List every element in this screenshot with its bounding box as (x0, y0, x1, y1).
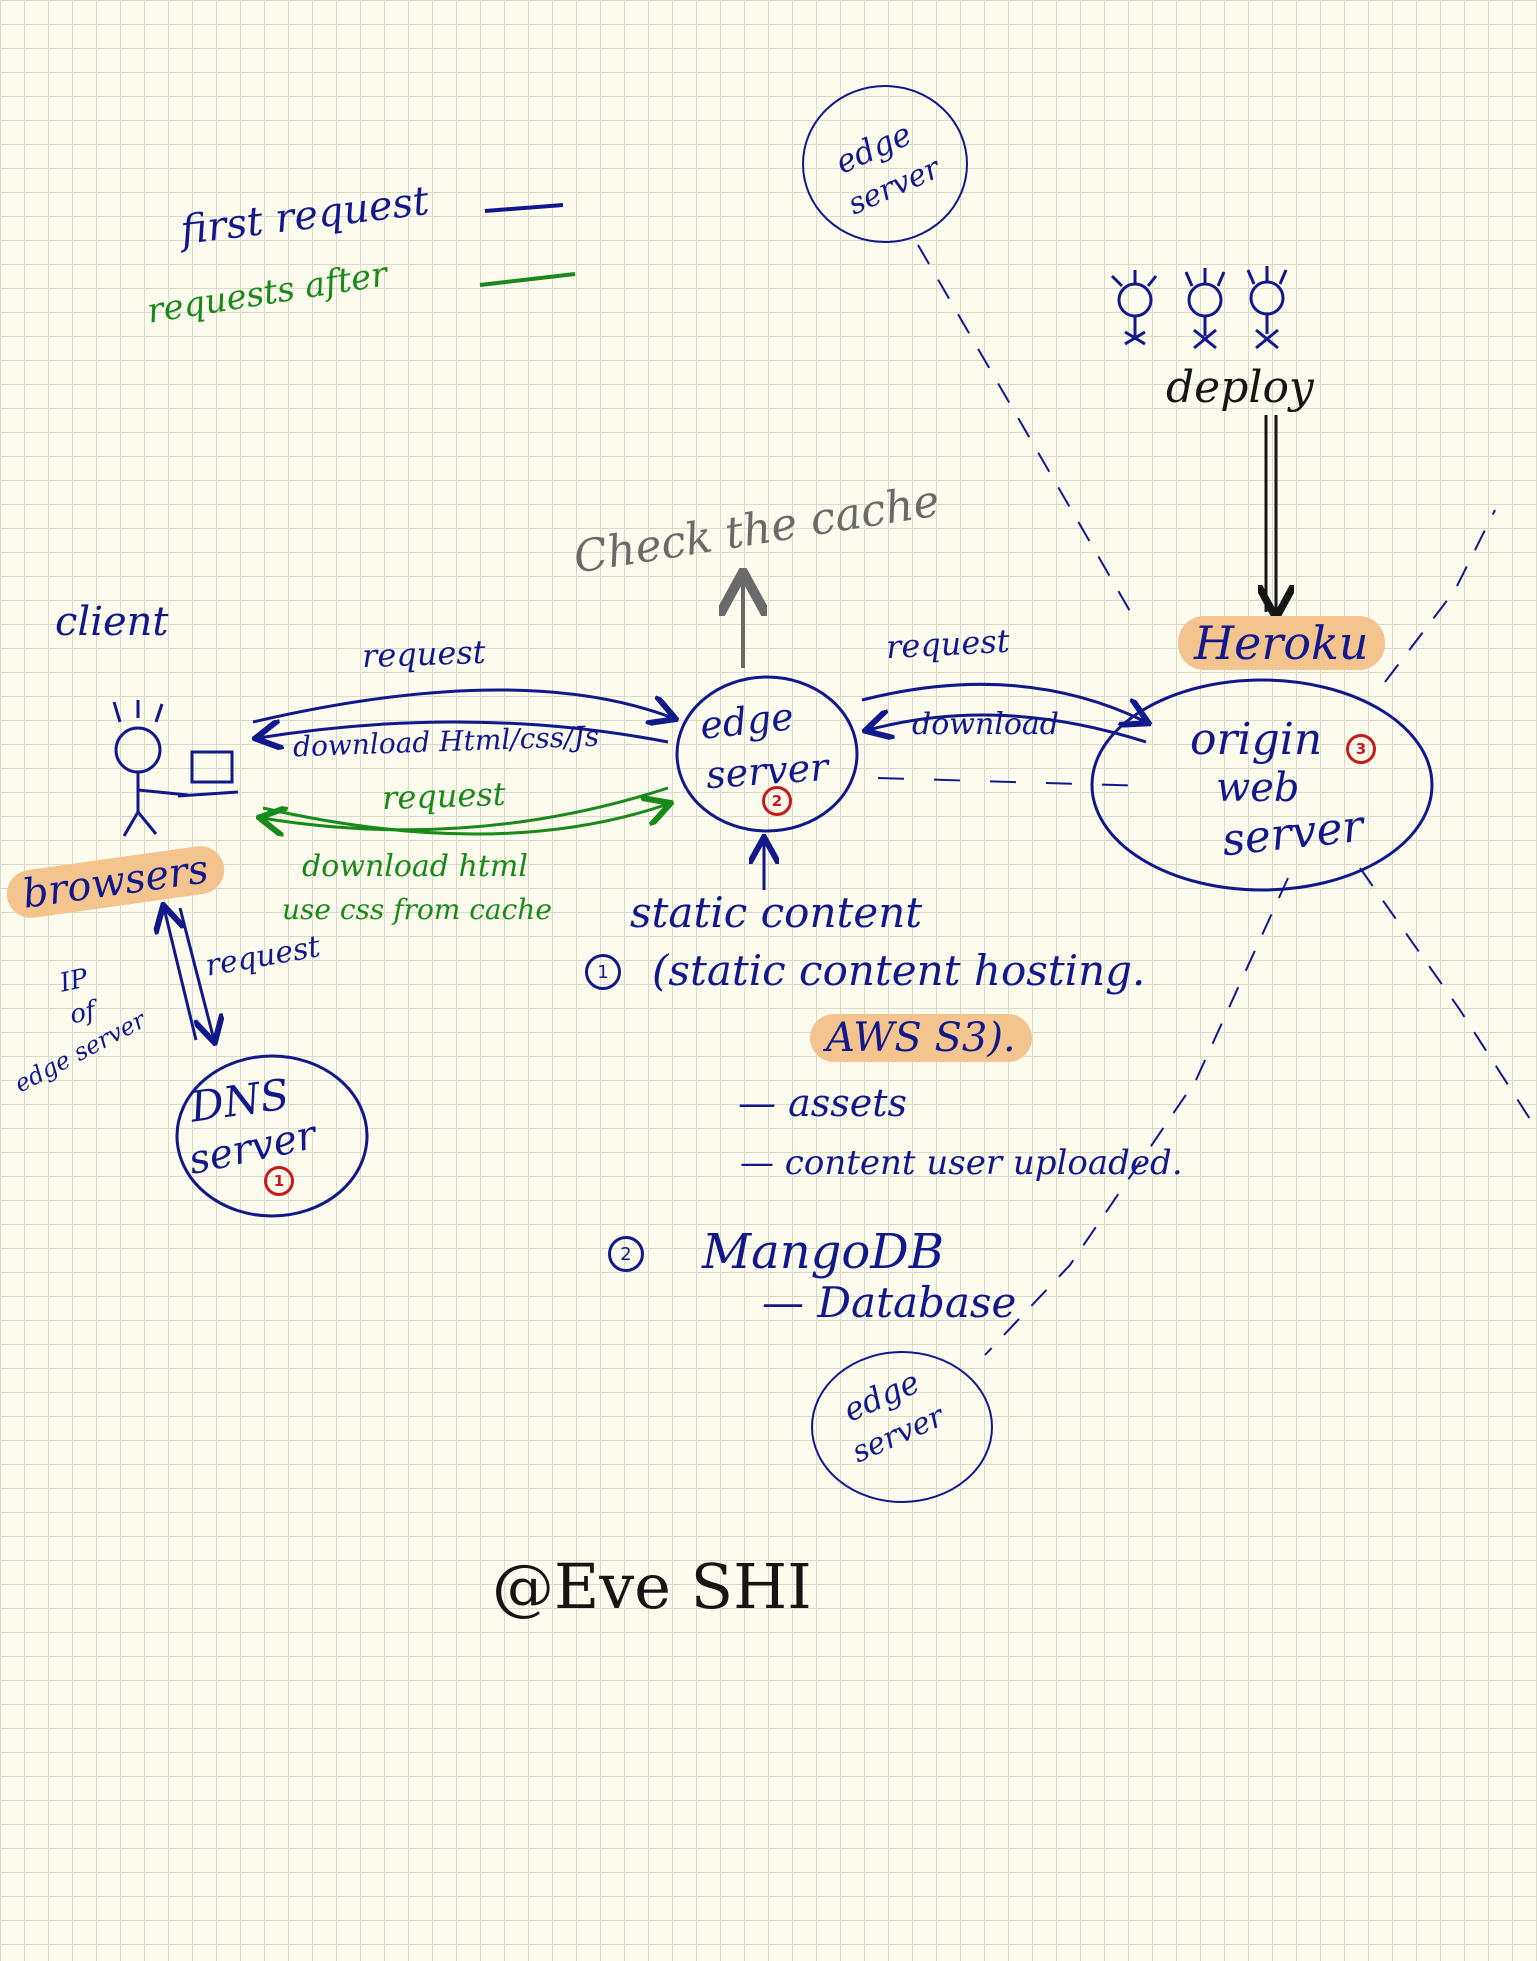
edge-origin-request-label: request (885, 621, 1011, 667)
origin-server-circle (1090, 678, 1434, 892)
arrow-dns-reply (164, 908, 198, 1041)
origin-title: origin (1190, 714, 1323, 765)
arrow-edge-origin-download (868, 715, 1147, 744)
dashed-link-right-down (1359, 867, 1537, 1131)
download-after-label-line1: download html (302, 849, 528, 884)
static-content-label: static content (630, 888, 923, 937)
dns-ip-label-line2: of (67, 995, 99, 1031)
legend-line-after (479, 272, 576, 287)
deploy-label: deploy (1166, 362, 1314, 413)
arrow-download-first (258, 722, 669, 742)
edge-main-title: edge (697, 694, 796, 748)
download-after-label-line2: use css from cache (282, 893, 552, 926)
note-1-sub2: — content user uploaded. (740, 1143, 1183, 1183)
edge-main-subtitle: server (704, 744, 830, 798)
note-1-sub1: — assets (738, 1081, 907, 1125)
arrow-download-after (262, 786, 669, 830)
request-first-label: request (361, 632, 487, 676)
note-2-sub1: — Database (762, 1278, 1017, 1327)
note-2-number: 2 (608, 1236, 644, 1272)
origin-badge: 3 (1346, 734, 1376, 764)
legend-line-first (484, 203, 564, 213)
dashed-link-right-up (1384, 509, 1496, 683)
dashed-link-edge-origin (877, 777, 1148, 787)
arrow-dns-request (178, 907, 214, 1040)
note-2-title: MangoDB (702, 1224, 945, 1280)
note-1-number: 1 (585, 954, 621, 990)
client-label: client (55, 599, 169, 645)
dns-badge: 1 (264, 1166, 294, 1196)
client-figure (112, 700, 239, 837)
dashed-link-bottom-edge (984, 877, 1289, 1356)
edge-server-bottom-circle (811, 1351, 993, 1503)
note-1-line2: AWS S3). (810, 1014, 1032, 1062)
heroku-label: Heroku (1178, 616, 1385, 670)
dns-ip-label-line1: IP (57, 963, 91, 999)
note-1-line1: (static content hosting. (652, 946, 1146, 995)
edge-origin-download-label: download (912, 707, 1060, 742)
edge-server-main-circle (675, 675, 859, 833)
edge-server-top-circle (802, 85, 968, 243)
deploy-team-figures (1110, 266, 1288, 350)
dashed-link-top-edge (917, 244, 1139, 626)
arrow-request-first (252, 688, 673, 722)
edge-main-badge: 2 (762, 786, 792, 816)
arrow-edge-origin-request (861, 682, 1146, 722)
request-after-label: request (381, 774, 507, 818)
dns-server-circle (175, 1054, 369, 1218)
arrow-request-after (262, 804, 668, 836)
author-signature: @Eve SHI (492, 1550, 812, 1623)
origin-subtitle: web (1216, 765, 1300, 811)
